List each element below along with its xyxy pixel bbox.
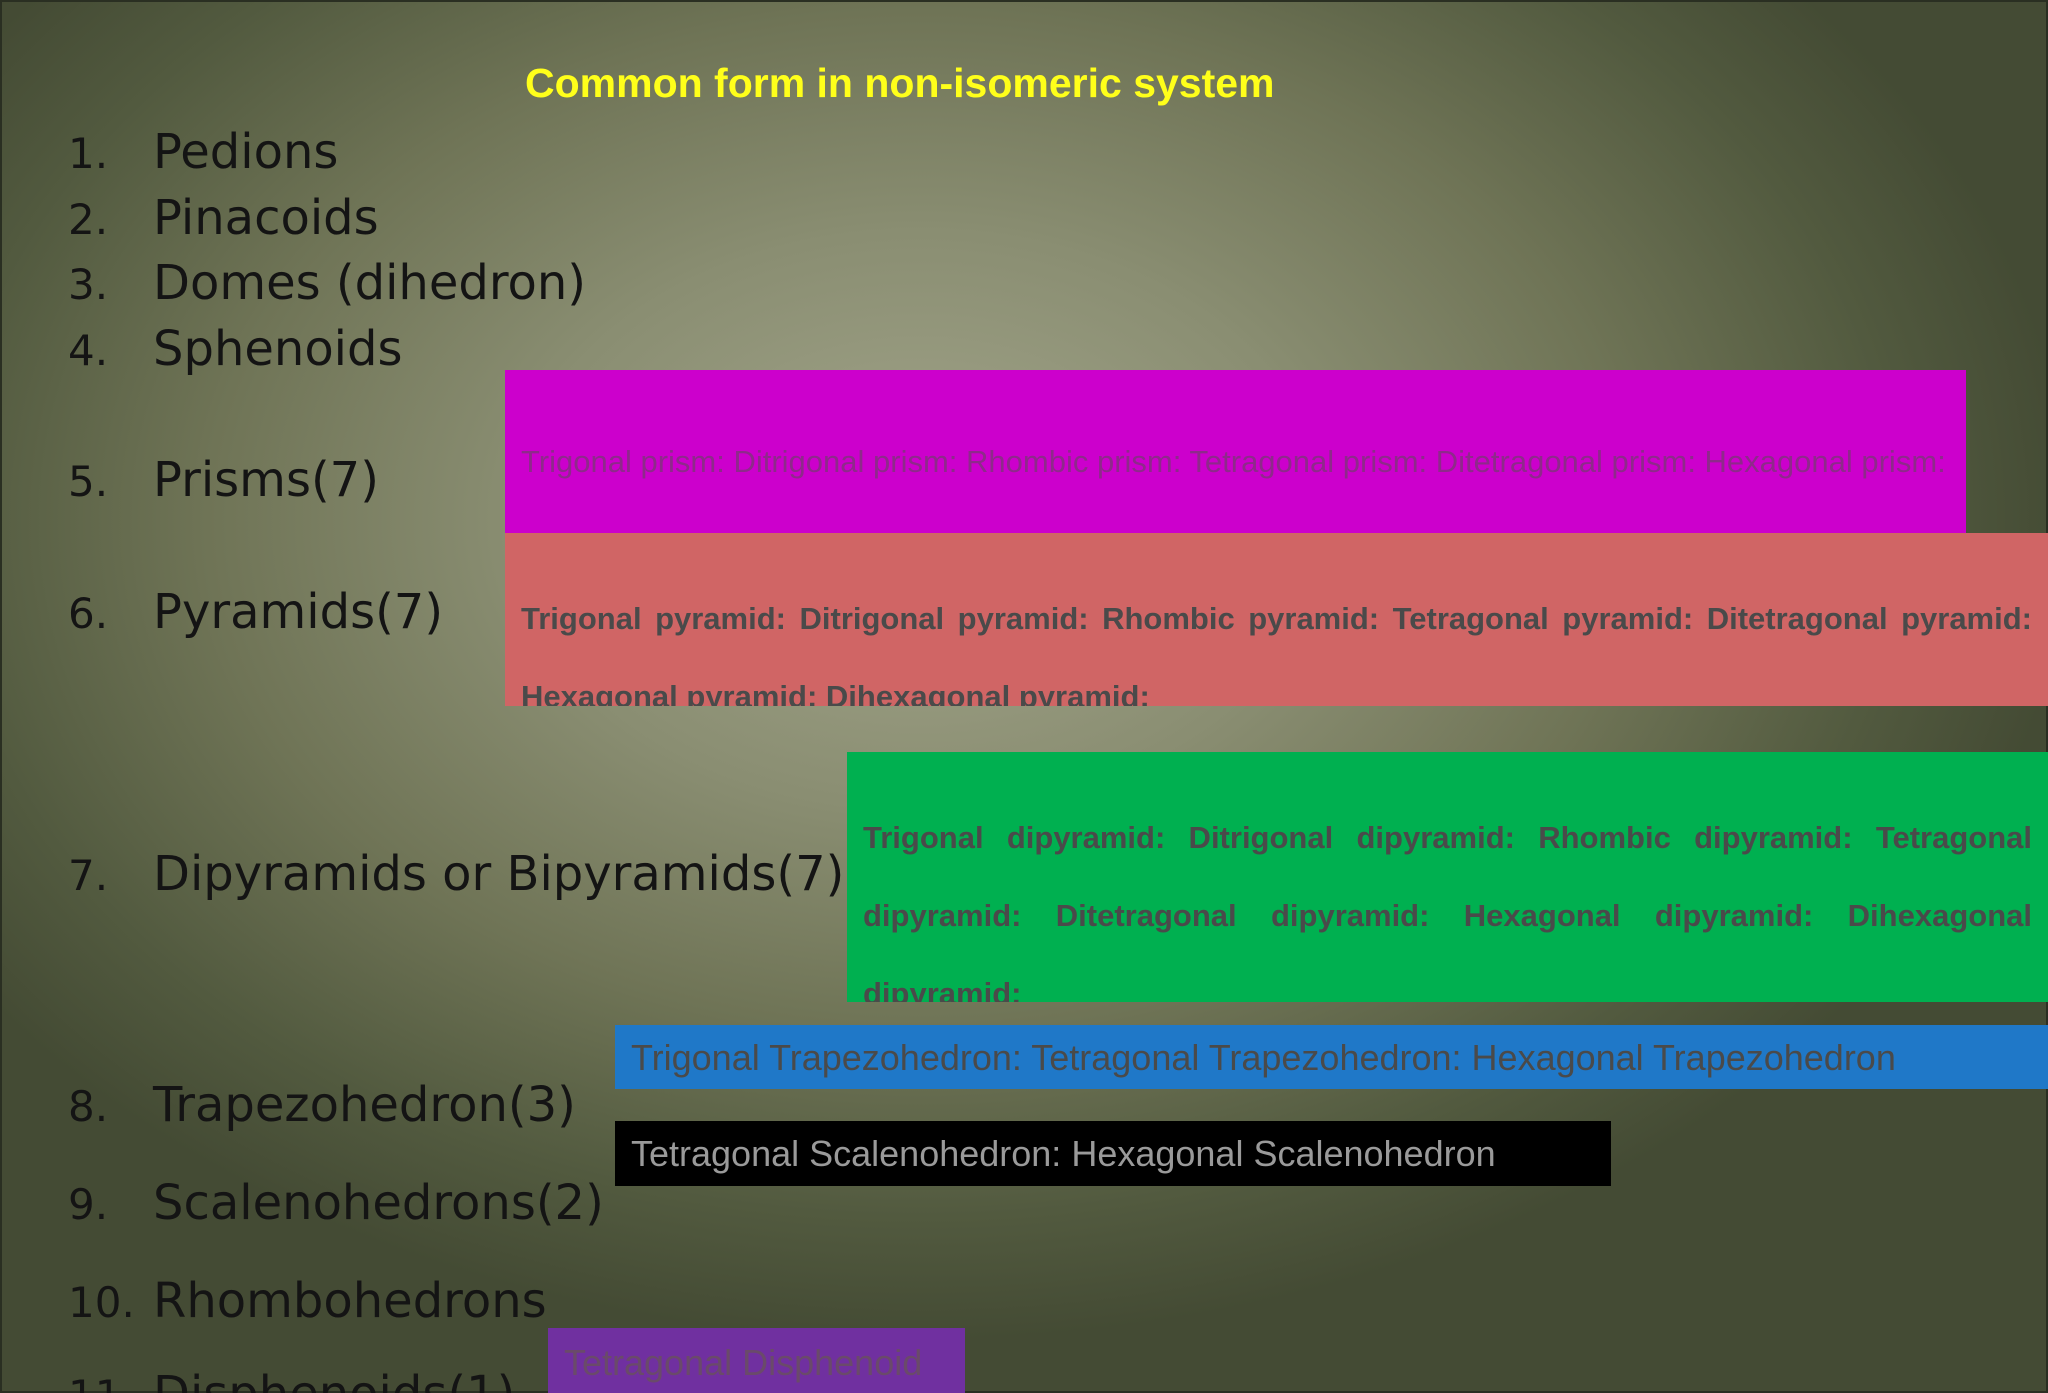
list-label: Domes (dihedron) [153,255,587,311]
list-item-trapezohedron: 8.Trapezohedron(3) [68,1081,576,1129]
disphenoid-box-text: Tetragonal Disphenoid [564,1342,923,1383]
list-item-domes: 3.Domes (dihedron) [68,259,586,307]
list-number: 5. [68,457,109,506]
list-label: Rhombohedrons [153,1273,547,1329]
list-label: Prisms(7) [153,452,379,508]
trapezohedron-box-text: Trigonal Trapezohedron: Tetragonal Trape… [631,1037,1896,1078]
list-label: Pinacoids [153,190,379,246]
list-number: 2. [68,195,109,244]
list-number: 3. [68,260,109,309]
list-label: Trapezohedron(3) [153,1077,576,1133]
list-item-dipyramids: 7.Dipyramids or Bipyramids(7) [68,850,844,898]
dipyramids-box: Trigonal dipyramid: Ditrigonal dipyramid… [847,752,2048,1002]
prisms-box-text: Trigonal prism: Ditrigonal prism: Rhombi… [521,444,1946,534]
slide-title: Common form in non-isomeric system [525,60,1275,106]
disphenoid-box: Tetragonal Disphenoid [548,1328,965,1393]
pyramids-box: Trigonal pyramid: Ditrigonal pyramid: Rh… [505,533,2048,706]
list-item-prisms: 5.Prisms(7) [68,456,379,504]
list-label: Sphenoids [153,321,403,377]
pyramids-box-text: Trigonal pyramid: Ditrigonal pyramid: Rh… [521,601,2032,706]
trapezohedron-box: Trigonal Trapezohedron: Tetragonal Trape… [615,1025,2048,1089]
list-item-rhombohedrons: 10.Rhombohedrons [68,1277,547,1325]
list-number: 10. [68,1278,135,1327]
list-number: 8. [68,1082,109,1131]
list-item-sphenoids: 4.Sphenoids [68,325,403,373]
dipyramids-box-text: Trigonal dipyramid: Ditrigonal dipyramid… [863,820,2032,1002]
list-number: 9. [68,1180,109,1229]
list-item-pyramids: 6.Pyramids(7) [68,588,443,636]
scalenohedron-box: Tetragonal Scalenohedron: Hexagonal Scal… [615,1121,1611,1186]
list-item-scalenohedrons: 9.Scalenohedrons(2) [68,1179,604,1227]
list-item-pinacoids: 2.Pinacoids [68,194,379,242]
list-number: 1. [68,129,109,178]
list-number: 6. [68,589,109,638]
list-label: Pyramids(7) [153,584,444,640]
list-label: Pedions [153,124,339,180]
prisms-box: Trigonal prism: Ditrigonal prism: Rhombi… [505,370,1966,534]
list-number: 11. [68,1375,153,1393]
list-number: 7. [68,851,109,900]
list-item-disphenoids: 11.Disphenoids(1) [68,1370,515,1393]
list-item-pedions: 1.Pedions [68,128,338,176]
list-label: Disphenoids(1) [153,1366,515,1393]
scalenohedron-box-text: Tetragonal Scalenohedron: Hexagonal Scal… [631,1133,1496,1174]
list-label: Scalenohedrons(2) [153,1175,604,1231]
list-label: Dipyramids or Bipyramids(7) [153,846,845,902]
list-number: 4. [68,326,109,375]
